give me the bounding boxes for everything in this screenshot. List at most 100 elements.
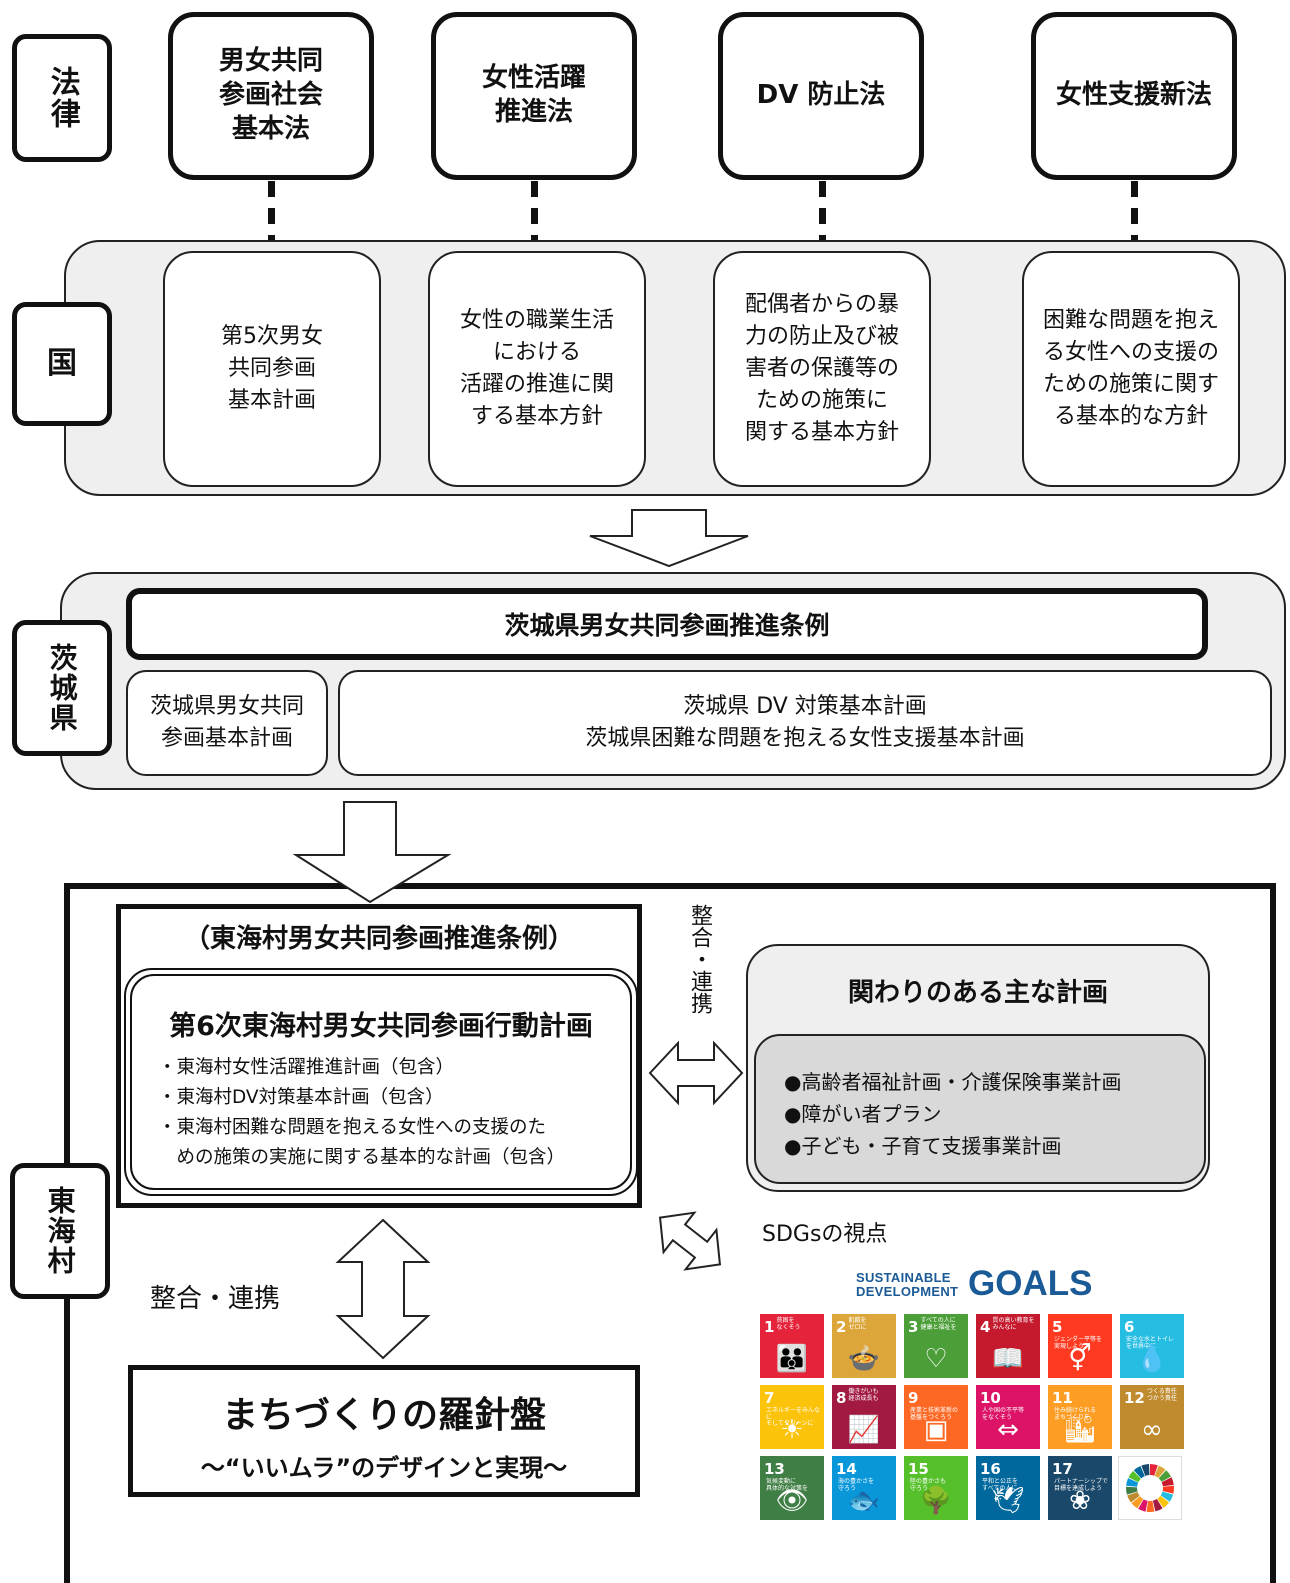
sdg-wheel-segment xyxy=(1161,1477,1174,1487)
compass-subtitle: ～“いいムラ”のデザインと実現～ xyxy=(200,1454,568,1482)
law-text: 女性活躍 推進法 xyxy=(481,63,586,127)
sdg-label: 安全な水とトイレ を世界中に xyxy=(1126,1336,1175,1350)
sdg-number: 9 xyxy=(908,1389,919,1407)
sdg-wheel-segment xyxy=(1127,1492,1140,1503)
sdg-label: 海の豊かさを 守ろう xyxy=(838,1478,875,1492)
law-box-gender-equality: 男女共同 参画社会 基本法 xyxy=(168,12,374,180)
coordination-label-vertical: 整合・連携 xyxy=(687,904,712,1014)
sdg-label: 貧困を なくそう xyxy=(776,1317,801,1331)
dashed-connector xyxy=(819,181,826,251)
double-arrow-diagonal xyxy=(658,1211,722,1271)
sdg-icon: 🏙 xyxy=(1063,1415,1097,1445)
national-plan-text: 第5次男女 共同参画 基本計画 xyxy=(221,324,323,413)
sdg-tile-10: 10人や国の不平等 をなくそう⇔ xyxy=(976,1385,1040,1449)
sdg-number: 6 xyxy=(1124,1318,1135,1336)
sdg-label: 産業と技術革新の 基盤をつくろう xyxy=(910,1407,959,1421)
prefecture-plan-left-text: 茨城県男女共同 参画基本計画 xyxy=(149,694,304,751)
dashed-connector xyxy=(531,181,538,251)
sdg-tile-9: 9産業と技術革新の 基盤をつくろう▣ xyxy=(904,1385,968,1449)
prefecture-plan-right-line1: 茨城県 DV 対策基本計画 xyxy=(683,694,927,720)
sdg-number: 11 xyxy=(1052,1389,1073,1407)
national-plan-card: 第5次男女 共同参画 基本計画 xyxy=(163,251,381,487)
sdg-icon: 🕊 xyxy=(991,1486,1025,1516)
sdg-wheel-segment xyxy=(1131,1496,1144,1509)
sdg-wheel-segment xyxy=(1160,1491,1174,1502)
sdg-wheel-icon xyxy=(1125,1464,1175,1512)
sdg-label: 質の高い教育を みんなに xyxy=(992,1317,1035,1331)
sdg-wheel-segment xyxy=(1126,1478,1139,1487)
village-ordinance: （東海村男女共同参画推進条例） xyxy=(183,924,574,954)
sdg-label: 働きがいも 経済成長も xyxy=(848,1388,879,1402)
label-law: 法律 xyxy=(12,34,112,162)
label-ibaraki: 茨城県 xyxy=(12,620,112,756)
coordination-label-bottom: 整合・連携 xyxy=(150,1284,281,1314)
sdgs-logo-line2: DEVELOPMENT xyxy=(856,1283,959,1299)
related-plan-item: ●子ども・子育て支援事業計画 xyxy=(784,1134,1062,1158)
prefecture-plan-right-line2: 茨城県困難な問題を抱える女性支援基本計画 xyxy=(585,726,1025,751)
sdg-tile-7: 7エネルギーをみんなに そしてクリーンに☀ xyxy=(760,1385,824,1449)
village-plan-item: ・東海村女性活躍推進計画（包含） xyxy=(158,1057,455,1078)
sdg-tile-14: 14海の豊かさを 守ろう🐟 xyxy=(832,1456,896,1520)
village-plan-item: ・東海村困難な問題を抱える女性への支援のた xyxy=(158,1116,546,1138)
sdg-tile-16: 16平和と公正を すべての人に🕊 xyxy=(976,1456,1040,1520)
sdg-icon: ♡ xyxy=(924,1344,948,1374)
sdg-icon: ☀ xyxy=(780,1415,804,1445)
sdg-number: 13 xyxy=(764,1460,785,1478)
sdg-wheel-segment xyxy=(1128,1470,1141,1483)
sdg-number: 5 xyxy=(1052,1318,1063,1336)
sdg-number: 16 xyxy=(980,1460,1001,1478)
label-tokai-text: 東海村 xyxy=(43,1186,77,1276)
sdg-icon: 🍲 xyxy=(847,1344,881,1374)
sdgs-logo-line1: SUSTAINABLE xyxy=(856,1270,951,1285)
sdg-icon: ▣ xyxy=(923,1415,949,1445)
village-plan-item: ・東海村DV対策基本計画（包含） xyxy=(158,1086,444,1108)
double-arrow-vertical xyxy=(335,1218,431,1360)
national-plan-card: 配偶者からの暴 力の防止及び被 害者の保護等の ための施策に 関する基本方針 xyxy=(713,251,931,487)
sdg-number: 3 xyxy=(908,1318,919,1336)
related-plan-item: ●高齢者福祉計画・介護保険事業計画 xyxy=(784,1070,1122,1094)
sdg-number: 10 xyxy=(980,1389,1001,1407)
prefecture-ordinance-text: 茨城県男女共同参画推進条例 xyxy=(504,611,830,640)
sdg-label: 気候変動に 具体的な対策を xyxy=(766,1478,809,1492)
sdg-wheel-segment xyxy=(1141,1464,1150,1476)
double-arrow-horizontal xyxy=(648,1040,744,1106)
law-box-women-support: 女性支援新法 xyxy=(1031,12,1237,180)
sdg-tile-13: 13気候変動に 具体的な対策を👁 xyxy=(760,1456,824,1520)
sdg-wheel-segment xyxy=(1125,1486,1138,1495)
sdg-icon: ∞ xyxy=(1141,1415,1163,1445)
sdg-number: 7 xyxy=(764,1389,775,1407)
sdg-label: 陸の豊かさも 守ろう xyxy=(910,1478,947,1492)
sdg-icon: 📖 xyxy=(991,1344,1025,1374)
sdg-number: 15 xyxy=(908,1460,929,1478)
related-plan-item: ●障がい者プラン xyxy=(784,1102,942,1126)
prefecture-ordinance: 茨城県男女共同参画推進条例 xyxy=(126,588,1208,660)
sdg-icon: 📈 xyxy=(847,1415,881,1445)
sdg-wheel-segment xyxy=(1146,1500,1155,1512)
sdg-label: 飢餓を ゼロに xyxy=(848,1317,867,1331)
village-plan-card: 第6次東海村男女共同参画行動計画 ・東海村女性活躍推進計画（包含） ・東海村DV… xyxy=(130,974,632,1190)
sdg-tile-17: 17パートナーシップで 目標を達成しよう❀ xyxy=(1048,1456,1112,1520)
sdg-icon: 👪 xyxy=(775,1344,809,1374)
related-plans-title: 関わりのある主な計画 xyxy=(847,978,1108,1008)
sdg-icon: ⚥ xyxy=(1068,1344,1092,1374)
sdg-number: 12 xyxy=(1124,1389,1145,1407)
law-box-women-activity: 女性活躍 推進法 xyxy=(431,12,637,180)
sdg-wheel-segment xyxy=(1158,1470,1172,1482)
sdg-number: 17 xyxy=(1052,1460,1073,1478)
sdg-wheel-segment xyxy=(1152,1499,1163,1512)
label-ibaraki-text: 茨城県 xyxy=(45,643,79,733)
compass-box: まちづくりの羅針盤 ～“いいムラ”のデザインと実現～ xyxy=(128,1365,640,1497)
sdg-label: すべての人に 健康と福祉を xyxy=(920,1317,957,1331)
sdg-label: 住み続けられる まちづくりを xyxy=(1054,1407,1097,1421)
sdg-wheel-segment xyxy=(1154,1465,1166,1479)
law-text: DV 防止法 xyxy=(756,80,886,111)
sdg-label: エネルギーをみんなに そしてクリーンに xyxy=(766,1407,821,1428)
sdg-label: 平和と公正を すべての人に xyxy=(982,1478,1019,1492)
sdg-icon: ❀ xyxy=(1069,1486,1091,1516)
sdgs-logo: SUSTAINABLE DEVELOPMENT GOALS xyxy=(856,1266,1106,1310)
label-kuni: 国 xyxy=(12,302,112,426)
